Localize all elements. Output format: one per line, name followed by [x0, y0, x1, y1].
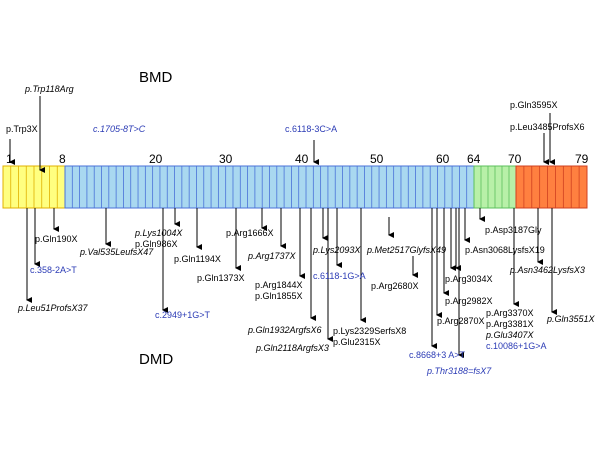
mutation-label: p.Arg2680X — [371, 281, 419, 291]
exon-segment-blue — [64, 165, 475, 209]
mutation-label: p.Lys2329SerfsX8 — [333, 326, 406, 336]
mutation-label: p.Glu2315X — [333, 337, 381, 347]
mutation-label: p.Leu3485ProfsX6 — [510, 122, 585, 132]
mutation-label: p.Leu51ProfsX37 — [17, 303, 89, 313]
bmd-mutation-labels: p.Trp118Arg p.Trp3X c.1705-8T>C c.6118-3… — [6, 84, 585, 134]
mutation-label: p.Val535LeufsX47 — [79, 247, 154, 257]
mutation-label: p.Gln3551X — [546, 314, 596, 324]
mutation-label: p.Arg3034X — [445, 274, 493, 284]
mutation-label: p.Arg2982X — [445, 296, 493, 306]
mutation-label: p.Asp3187Gly — [485, 225, 542, 235]
exon-ticks: 1 8 20 30 40 50 60 64 70 79 — [6, 152, 589, 166]
mutation-label: p.Glu3407X — [485, 330, 535, 340]
dmd-mutation-labels: p.Gln190X c.358-2A>T p.Leu51ProfsX37 p.V… — [17, 225, 596, 376]
exon-tick: 8 — [59, 152, 66, 166]
mutation-label: c.358-2A>T — [30, 265, 77, 275]
bmd-title: BMD — [139, 69, 173, 86]
mutation-label: p.Asn3068LysfsX19 — [465, 245, 545, 255]
exon-tick: 70 — [508, 152, 522, 166]
exon-tick: 60 — [436, 152, 450, 166]
exon-tick: 79 — [575, 152, 589, 166]
bmd-arrows — [9, 96, 555, 173]
exon-tick: 30 — [219, 152, 233, 166]
mutation-label: p.Trp3X — [6, 124, 38, 134]
mutation-label: c.10086+1G>A — [486, 341, 547, 351]
exon-tick: 64 — [467, 152, 481, 166]
mutation-label: p.Gln190X — [35, 234, 78, 244]
exon-segment-yellow — [2, 165, 66, 209]
exon-segment-orange — [515, 165, 588, 209]
mutation-label: p.Gln2118ArgfsX3 — [255, 343, 329, 353]
exon-tick: 40 — [295, 152, 309, 166]
mutation-label: p.Gln1373X — [197, 273, 245, 283]
dmd-title: DMD — [139, 351, 173, 368]
mutation-label: p.Trp118Arg — [24, 84, 74, 94]
mutation-label: p.Arg3370X — [486, 308, 534, 318]
mutation-label: p.Asn3462LysfsX3 — [509, 265, 585, 275]
mutation-label: p.Gln986X — [135, 239, 178, 249]
mutation-label: p.Arg1666X — [226, 228, 274, 238]
mutation-label: c.1705-8T>C — [93, 124, 146, 134]
mutation-label: p.Met2517GlyfsX49 — [366, 245, 446, 255]
mutation-label: c.6118-3C>A — [285, 124, 337, 134]
exon-tick: 50 — [370, 152, 384, 166]
mutation-label: p.Gln3595X — [510, 100, 558, 110]
exon-segment-green — [473, 165, 517, 209]
mutation-label: p.Lys1004X — [134, 228, 183, 238]
mutation-label: p.Arg1737X — [247, 251, 297, 261]
mutation-label: c.8668+3 A>T — [409, 350, 466, 360]
mutation-label: p.Thr3188=fsX7 — [426, 366, 492, 376]
mutation-label: p.Arg3381X — [486, 319, 534, 329]
mutation-label: p.Gln1932ArgfsX6 — [247, 325, 322, 335]
mutation-label: p.Gln1194X — [174, 254, 221, 264]
mutation-label: c.2949+1G>T — [155, 310, 211, 320]
mutation-label: c.6118-1G>A — [313, 271, 366, 281]
exon-tick: 20 — [149, 152, 163, 166]
mutation-label: p.Arg1844X — [255, 280, 303, 290]
mutation-label: p.Arg2870X — [437, 316, 485, 326]
exon-bar — [2, 165, 588, 209]
dmd-arrows — [26, 208, 557, 358]
mutation-label: p.Gln1855X — [255, 291, 303, 301]
mutation-label: p.Lys2093X — [312, 245, 361, 255]
